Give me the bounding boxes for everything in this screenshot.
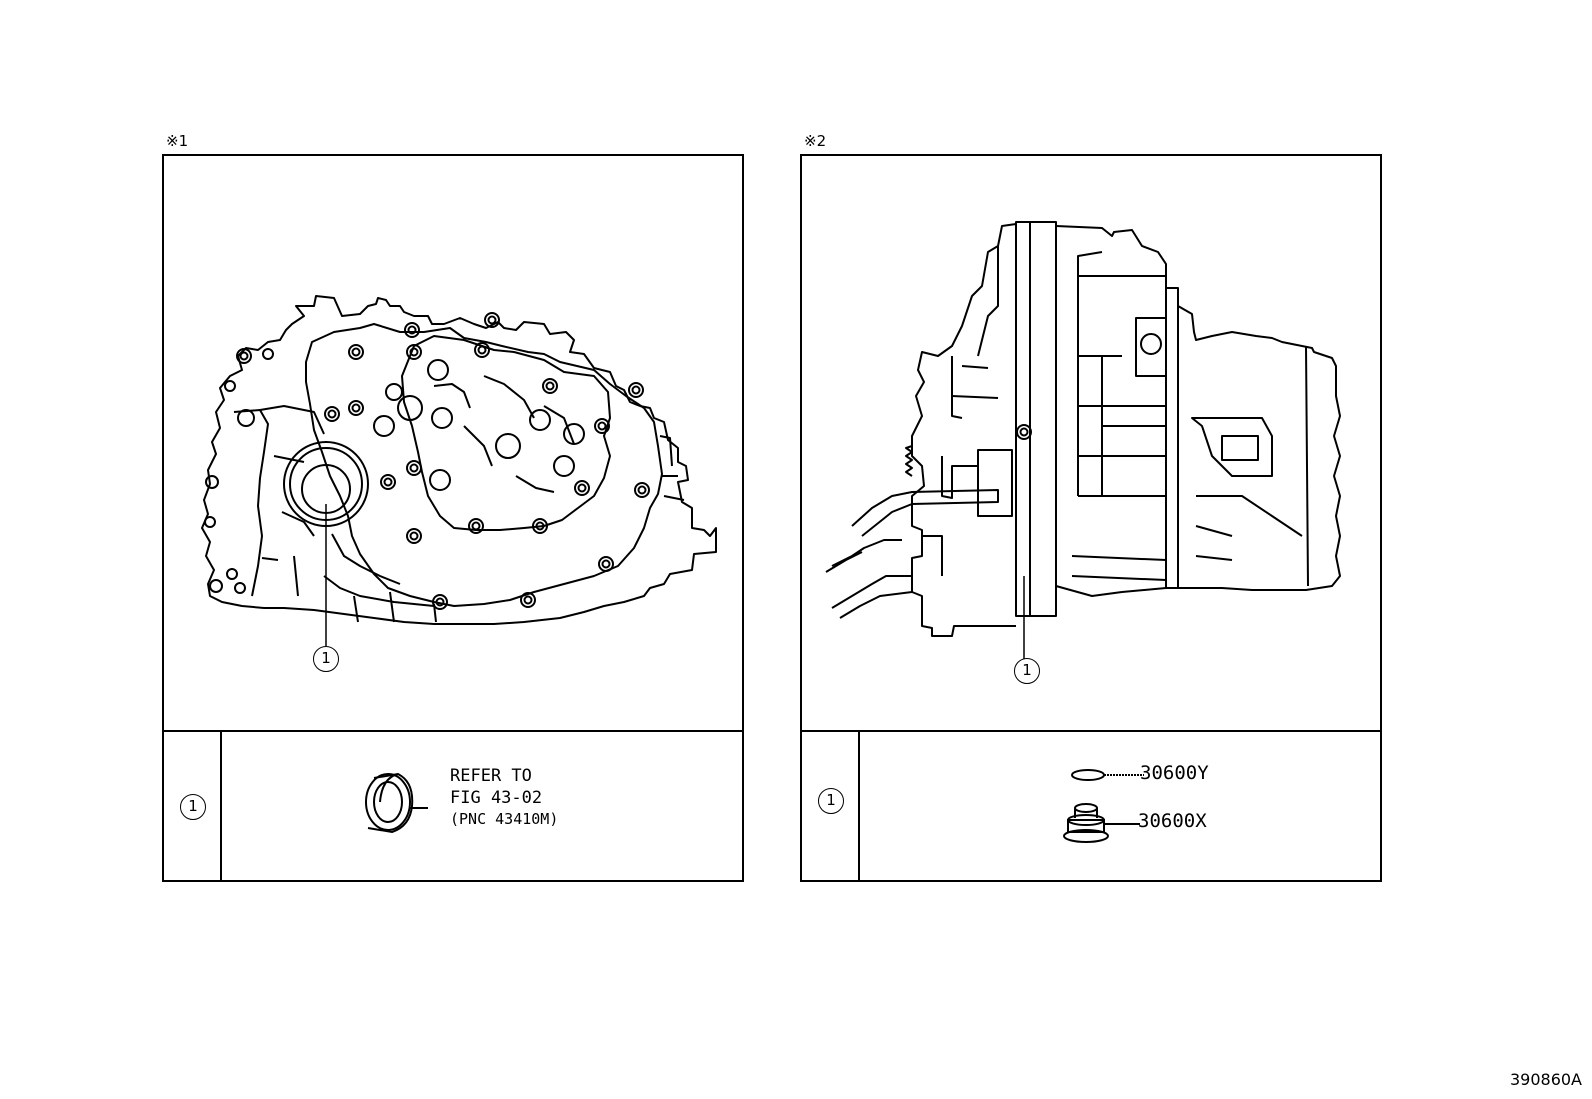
bolt — [474, 342, 490, 358]
panel-1: 1 1 REFER TO FIG 43-02 (PNC 43410M) — [162, 154, 744, 882]
o-ring-icon — [1071, 769, 1144, 781]
panel-2-legend: 1 30600Y 30600X — [802, 730, 1380, 880]
part-number-30600y: 30600Y — [1140, 762, 1209, 784]
bolt — [237, 409, 255, 427]
bolt — [406, 460, 422, 476]
panel-2-mark: ※2 — [804, 132, 827, 150]
bolt — [224, 380, 236, 392]
callout-1-badge: 1 — [313, 646, 339, 672]
legend-key-badge: 1 — [180, 794, 206, 820]
bolt — [542, 378, 558, 394]
part-number-30600x: 30600X — [1138, 810, 1207, 832]
bolt — [226, 568, 238, 580]
bolt — [598, 556, 614, 572]
reference-line-3: (PNC 43410M) — [450, 810, 559, 828]
bolt — [628, 382, 644, 398]
bolt — [380, 474, 396, 490]
figure-id: 390860A — [1509, 1070, 1582, 1089]
panel-1-mark: ※1 — [166, 132, 189, 150]
bolt — [634, 482, 650, 498]
bolt — [406, 528, 422, 544]
bolt — [532, 518, 548, 534]
bolt — [348, 344, 364, 360]
legend-key-cell: 1 — [164, 732, 222, 880]
bolt — [404, 322, 420, 338]
bolt — [484, 312, 500, 328]
callout-1-badge: 1 — [1014, 658, 1040, 684]
bolt — [324, 406, 340, 422]
bolt — [432, 594, 448, 610]
bolt — [520, 592, 536, 608]
bolt — [348, 400, 364, 416]
bolt — [205, 475, 219, 489]
bolt — [406, 344, 422, 360]
legend-key-badge: 1 — [818, 788, 844, 814]
panel-2: 1 1 30600Y 30600X — [800, 154, 1382, 882]
plug-icon — [1063, 803, 1140, 843]
bolt — [574, 480, 590, 496]
bolt — [209, 579, 223, 593]
bolt — [262, 348, 274, 360]
panel-1-legend: 1 REFER TO FIG 43-02 (PNC 43410M) — [164, 730, 742, 880]
reference-line-1: REFER TO — [450, 766, 532, 786]
transaxle-case-front-drawing — [201, 295, 717, 646]
legend-key-cell: 1 — [802, 732, 860, 880]
bolt — [234, 582, 246, 594]
transaxle-side-view-drawing — [825, 221, 1341, 660]
bolt — [468, 518, 484, 534]
bolt — [594, 418, 610, 434]
bolt — [204, 516, 216, 528]
bolt — [236, 348, 252, 364]
oil-seal-icon — [365, 772, 428, 834]
reference-line-2: FIG 43-02 — [450, 788, 543, 808]
